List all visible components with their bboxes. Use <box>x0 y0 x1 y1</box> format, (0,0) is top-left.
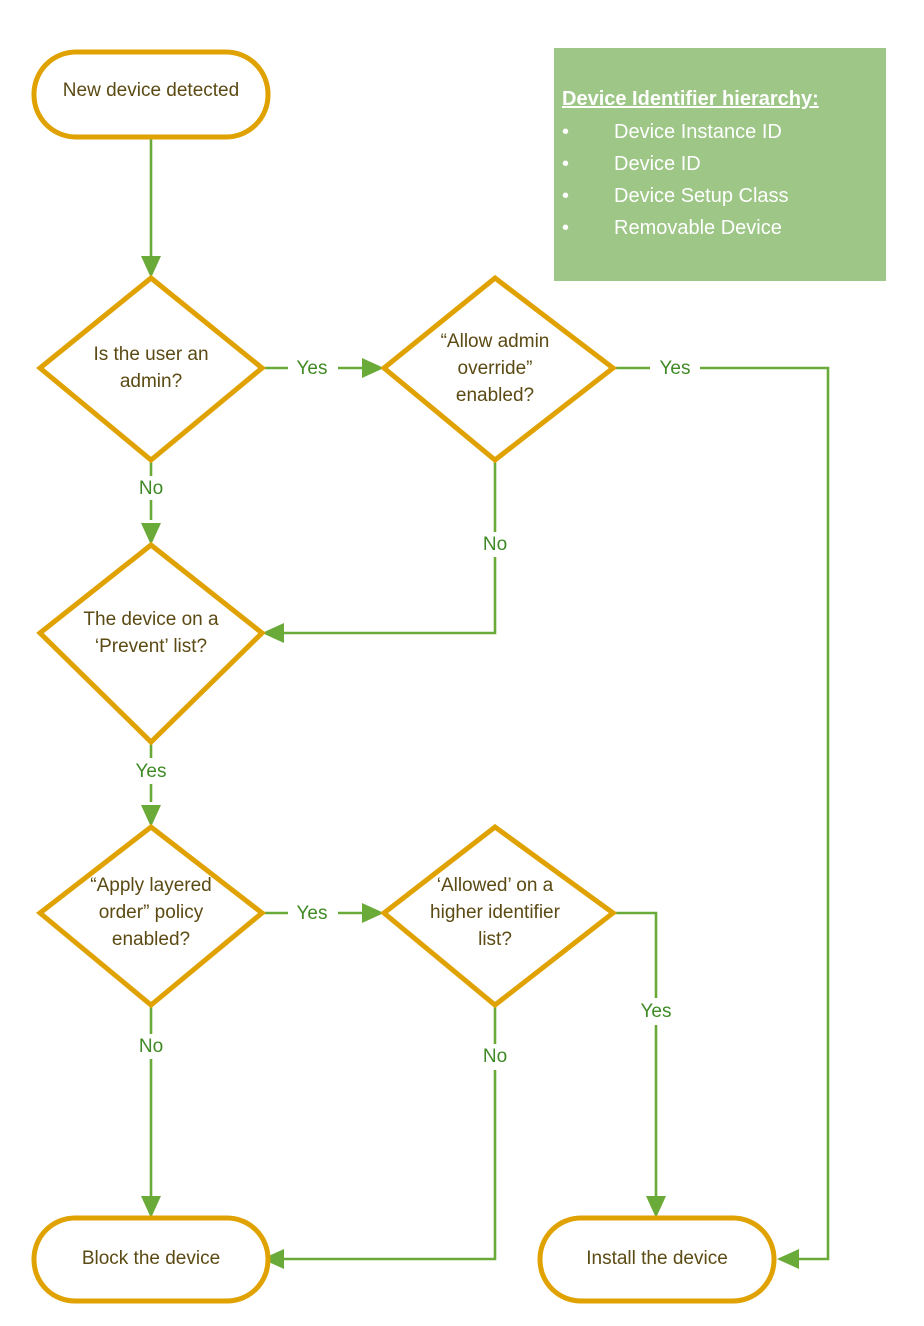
node-is-admin-label-line1: Is the user an <box>93 344 208 365</box>
edge-prevent-list-yes-to-layered-order: Yes <box>136 742 167 827</box>
edge-line <box>283 1070 497 1261</box>
legend-title: Device Identifier hierarchy: <box>562 88 819 110</box>
terminator-shape <box>31 1215 271 1304</box>
edges-layer: Yes No Yes No <box>136 137 830 1269</box>
node-allowed-higher-label-line3: list? <box>478 929 512 950</box>
arrowhead-icon <box>141 1196 161 1218</box>
decision-shape <box>36 274 266 464</box>
edge-layered-order-yes-to-allowed-higher: Yes <box>262 903 384 924</box>
edge-admin-override-no-to-prevent-list: No <box>262 460 507 643</box>
legend-item-2: Device Setup Class <box>614 185 789 207</box>
edge-is-admin-no-to-prevent-list: No <box>139 460 163 545</box>
node-block[interactable]: Block the device <box>31 1215 271 1304</box>
legend-panel: Device Identifier hierarchy: • Device In… <box>554 48 886 281</box>
terminator-shape <box>537 1215 777 1304</box>
node-admin-override-label-line3: enabled? <box>456 385 534 406</box>
nodes-layer: New device detected Is the user an admin… <box>31 49 777 1304</box>
node-block-label: Block the device <box>82 1248 220 1269</box>
edge-label-layered-order-yes: Yes <box>297 903 328 924</box>
decision-shape <box>36 823 266 1009</box>
arrowhead-icon <box>141 256 161 278</box>
legend-item-1: Device ID <box>614 153 701 175</box>
edge-label-allowed-higher-no: No <box>483 1046 507 1067</box>
arrowhead-icon <box>362 903 384 923</box>
node-prevent-list-label-line1: The device on a <box>83 609 219 630</box>
arrowhead-icon <box>646 1196 666 1218</box>
decision-shape <box>380 823 618 1009</box>
node-allowed-higher-label-line1: ‘Allowed’ on a <box>437 875 554 896</box>
node-layered-order-label-line3: enabled? <box>112 929 190 950</box>
node-admin-override-label-line2: override” <box>458 358 533 379</box>
node-admin-override-label-line1: “Allow admin <box>441 331 550 352</box>
node-allowed-higher-label-line2: higher identifier <box>430 902 561 923</box>
legend-item-0: Device Instance ID <box>614 121 782 143</box>
arrowhead-icon <box>141 523 161 545</box>
edge-label-is-admin-yes: Yes <box>297 358 328 379</box>
edge-label-admin-override-no: No <box>483 534 507 555</box>
arrowhead-icon <box>141 805 161 827</box>
decision-shape <box>36 541 266 746</box>
edge-label-allowed-higher-yes: Yes <box>641 1001 672 1022</box>
legend-bullet-icon: • <box>562 185 569 207</box>
legend-item-3: Removable Device <box>614 217 782 239</box>
edge-label-is-admin-no: No <box>139 478 163 499</box>
edge-line <box>283 557 497 635</box>
legend-bullet-icon: • <box>562 217 569 239</box>
arrowhead-icon <box>362 358 384 378</box>
arrowhead-icon <box>262 623 284 643</box>
edge-line <box>700 366 830 1261</box>
edge-label-layered-order-no: No <box>139 1036 163 1057</box>
node-start-label: New device detected <box>63 80 239 101</box>
node-start[interactable]: New device detected <box>31 49 271 140</box>
edge-label-admin-override-yes: Yes <box>660 358 691 379</box>
legend-bullet-icon: • <box>562 121 569 143</box>
node-is-admin[interactable]: Is the user an admin? <box>36 274 266 464</box>
edge-allowed-higher-yes-to-install: Yes <box>613 911 672 1218</box>
edge-is-admin-yes-to-admin-override: Yes <box>262 358 384 379</box>
edge-layered-order-no-to-block: No <box>139 1005 163 1218</box>
node-install-label: Install the device <box>586 1248 728 1269</box>
node-layered-order-label-line2: order” policy <box>99 902 204 923</box>
node-install[interactable]: Install the device <box>537 1215 777 1304</box>
node-is-admin-label-line2: admin? <box>120 371 182 392</box>
edge-start-to-is-admin <box>141 137 161 278</box>
node-admin-override[interactable]: “Allow admin override” enabled? <box>380 274 618 464</box>
node-layered-order-label-line1: “Apply layered <box>90 875 211 896</box>
node-prevent-list[interactable]: The device on a ‘Prevent’ list? <box>36 541 266 746</box>
terminator-shape <box>31 49 271 140</box>
legend-bullet-icon: • <box>562 153 569 175</box>
arrowhead-icon <box>777 1249 799 1269</box>
edge-label-prevent-list-yes: Yes <box>136 761 167 782</box>
decision-shape <box>380 274 618 464</box>
edge-allowed-higher-no-to-block: No <box>262 1005 507 1269</box>
node-layered-order[interactable]: “Apply layered order” policy enabled? <box>36 823 266 1009</box>
node-prevent-list-label-line2: ‘Prevent’ list? <box>95 636 207 657</box>
arrowhead-icon <box>262 1249 284 1269</box>
edge-line <box>613 911 658 998</box>
legend-background <box>554 48 886 281</box>
edge-admin-override-yes-to-install: Yes <box>613 358 830 1269</box>
node-allowed-higher[interactable]: ‘Allowed’ on a higher identifier list? <box>380 823 618 1009</box>
